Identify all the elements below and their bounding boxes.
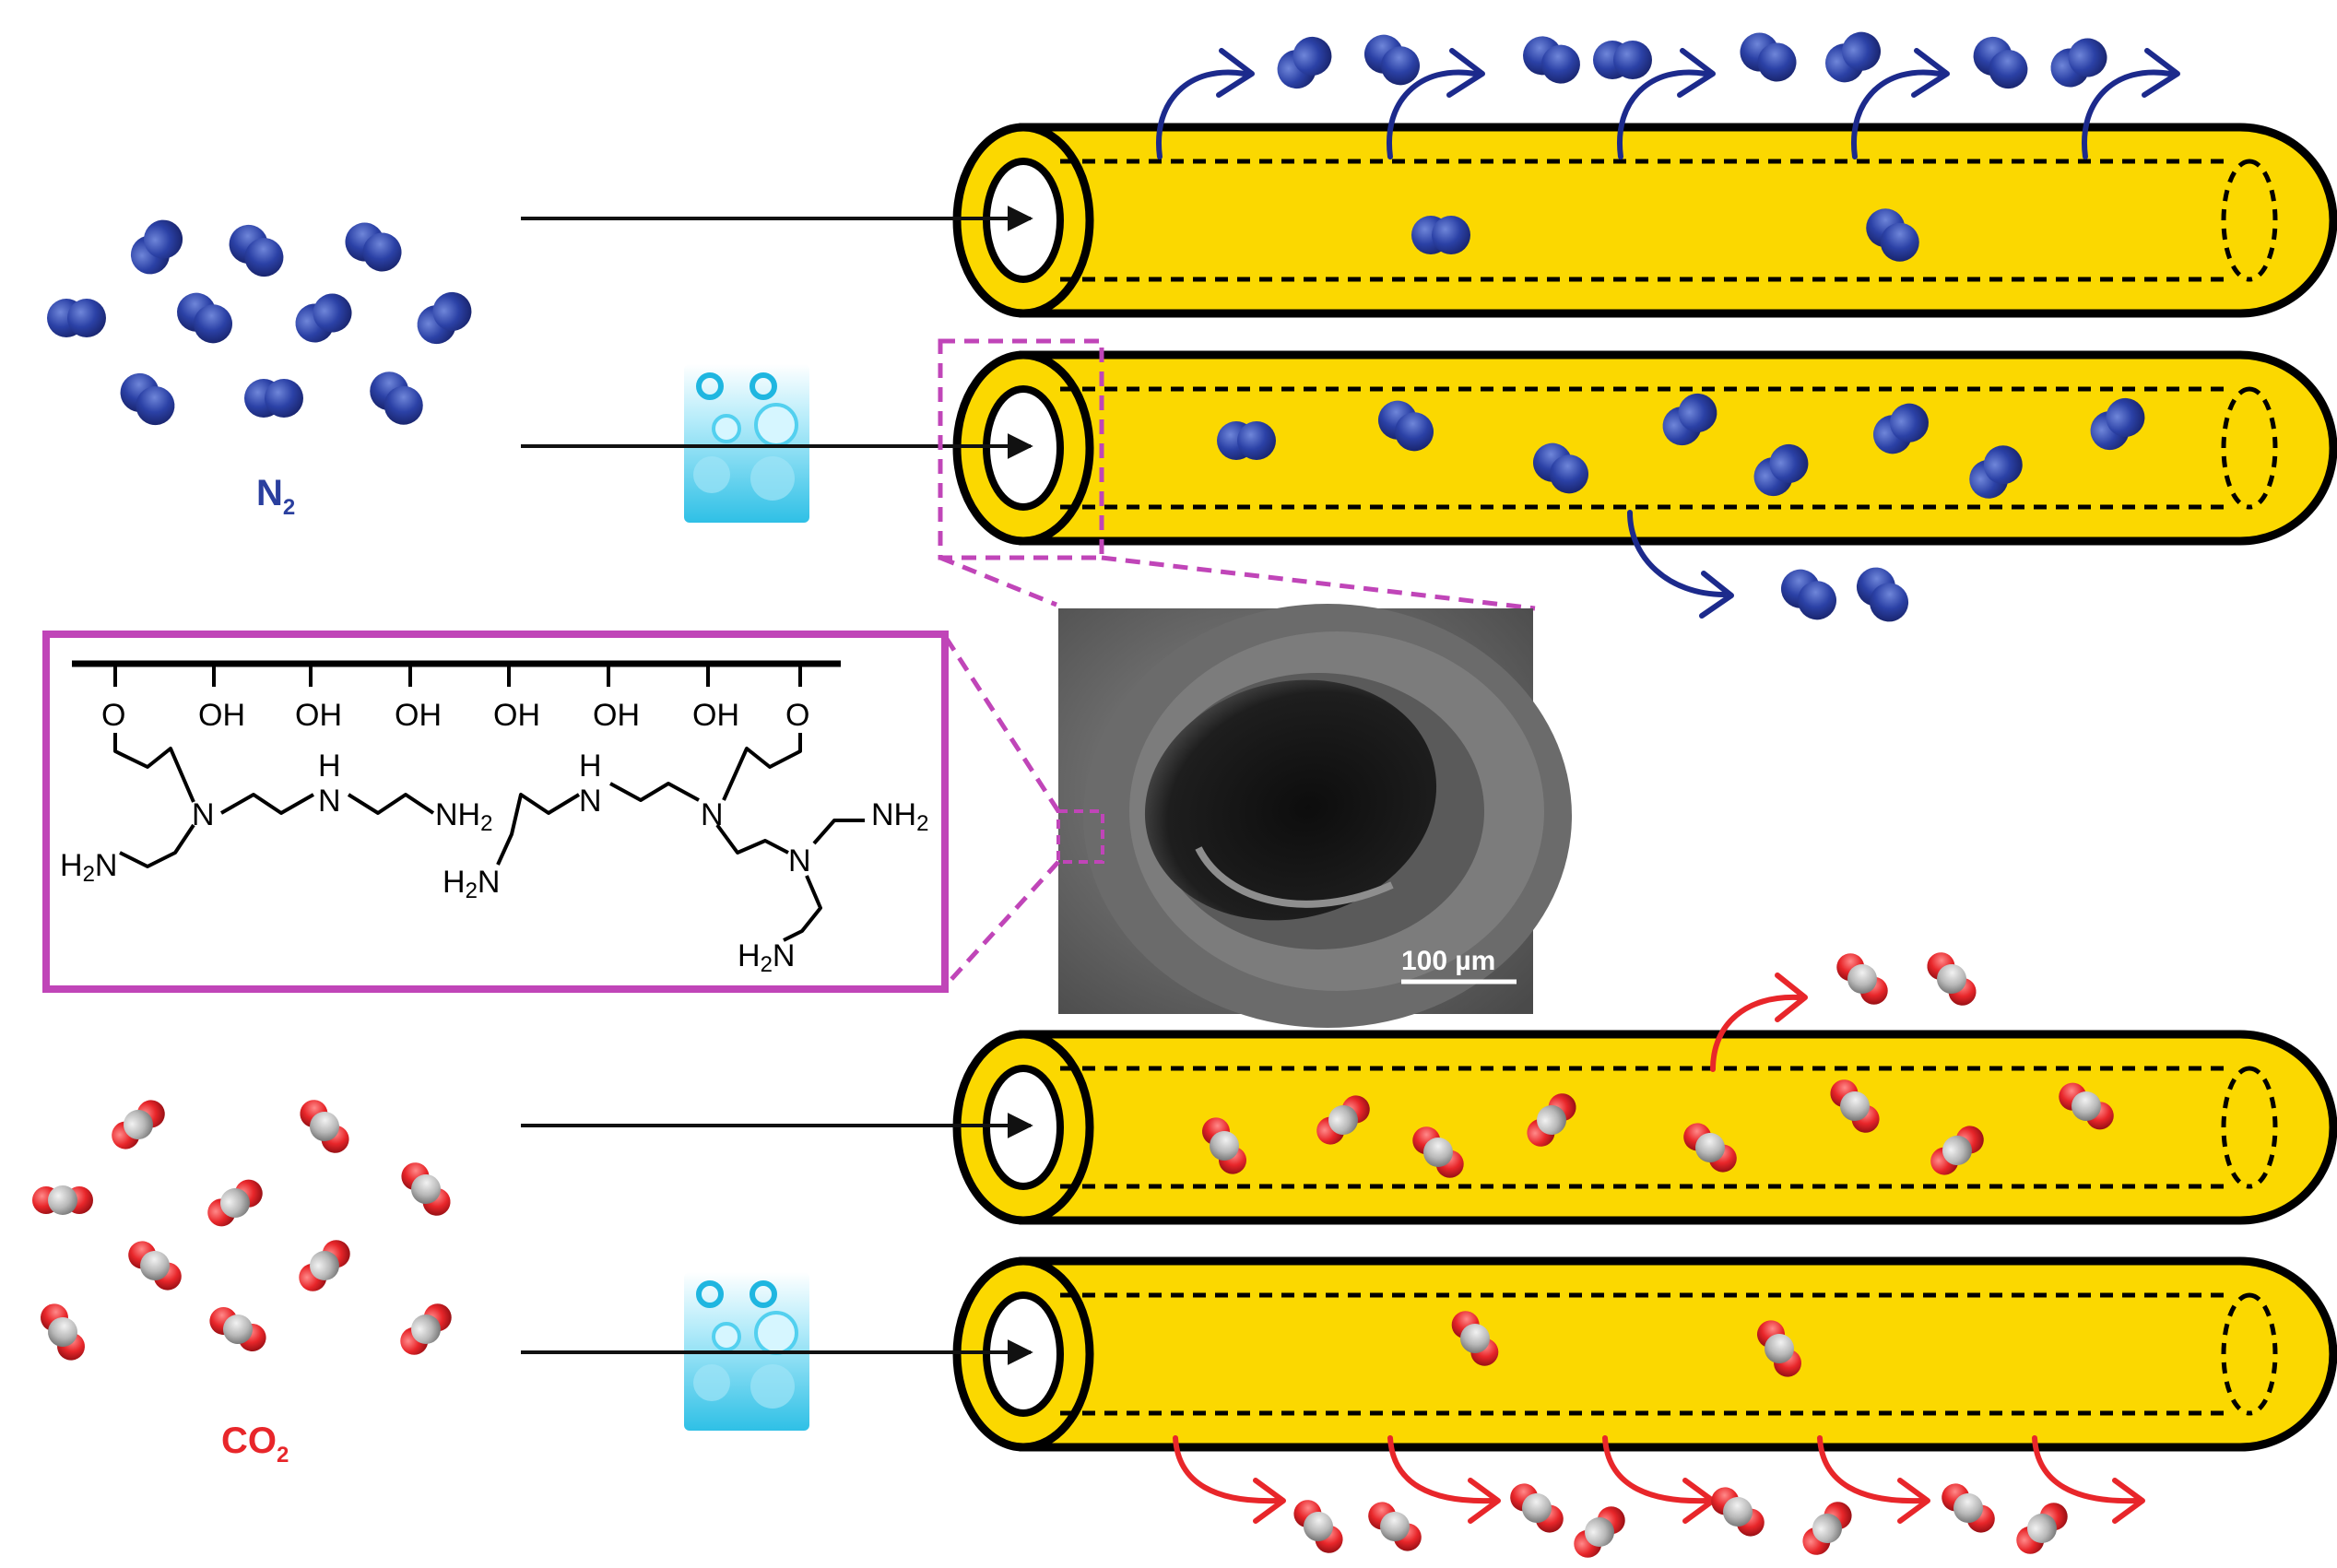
co2-molecule-icon (2010, 1496, 2074, 1561)
oh-label: OH (295, 698, 342, 733)
n-atom-label: N (192, 797, 215, 832)
co2-molecule-icon (1920, 946, 1983, 1012)
co2-molecule-icon (395, 1156, 457, 1222)
n2-molecule-icon (1817, 24, 1889, 90)
co2-molecule-icon (1830, 947, 1894, 1011)
n2-label: N2 (256, 473, 295, 520)
oh-label: OH (692, 698, 739, 733)
n2-molecule-icon (288, 286, 360, 350)
co2-molecule-icon (1935, 1477, 2001, 1539)
co2-molecule-icon (1287, 1493, 1350, 1560)
n2-molecule-icon (47, 299, 106, 337)
co2-molecule-icon (394, 1297, 458, 1362)
co2-molecule-icon (201, 1173, 269, 1233)
hollow-fiber-3 (952, 1030, 2337, 1225)
n2-molecule-icon (1269, 29, 1340, 97)
h2n-label: H2N (443, 865, 500, 903)
h2n-label: H2N (738, 938, 795, 977)
co2-molecule-icon (204, 1301, 272, 1358)
water-vapor-icon (684, 364, 809, 523)
co2-label: CO2 (221, 1421, 289, 1468)
co2-molecule-icon (1796, 1495, 1859, 1562)
co2-permeate-fiber4 (1287, 1477, 2074, 1564)
n2-molecule-icon (1773, 561, 1845, 628)
n2-molecule-icon (123, 211, 191, 283)
n2-molecule-icon (1517, 29, 1587, 90)
co2-permeation-arrow-up (1710, 973, 1808, 1072)
n2-molecule-icon (112, 365, 183, 433)
co2-permeate-fiber3 (1830, 946, 1983, 1012)
structure-callout (942, 634, 1061, 988)
n2-molecule-icon (408, 284, 480, 352)
oh-label: OH (493, 698, 540, 733)
n2-molecule-icon (1411, 216, 1470, 254)
feed-arrows (521, 206, 1033, 1365)
n2-molecule-icon (1217, 421, 1276, 460)
h-atom-label: H (318, 749, 341, 784)
co2-molecule-icon (293, 1093, 356, 1160)
co2-molecule-icon (122, 1234, 188, 1297)
n2-molecule-icon (361, 363, 431, 433)
n2-molecule-icon (1732, 25, 1804, 89)
co2-molecule-icon (1567, 1500, 1632, 1564)
co2-molecule-icon (34, 1298, 91, 1366)
n-atom-label: N (318, 784, 341, 819)
oh-label: OH (198, 698, 245, 733)
oh-label: OH (395, 698, 442, 733)
n2-molecule-icon (1965, 29, 2036, 97)
nh2-label: NH2 (435, 797, 492, 836)
sem-micrograph: 100 µm (1056, 604, 1572, 1028)
o-atom-label: O (101, 698, 125, 733)
hollow-fiber-4 (952, 1256, 2337, 1452)
n2-molecule-icon (1848, 559, 1917, 631)
n2-molecule-icon (2043, 30, 2115, 95)
n2-molecule-icon (244, 379, 303, 418)
co2-molecule-icon (32, 1185, 93, 1215)
o-atom-label: O (785, 698, 809, 733)
n-atom-label: N (788, 843, 811, 878)
surface-chemistry-box: O OH OH OH OH OH OH O N H N NH2 H2N H N … (42, 631, 949, 993)
n-atom-label: N (579, 784, 602, 819)
co2-molecule-icon (105, 1093, 171, 1156)
hollow-fiber-1 (952, 123, 2337, 318)
co2-molecule-icon (1362, 1495, 1428, 1558)
co2-molecule-icon (292, 1233, 357, 1298)
scale-bar-label: 100 µm (1401, 946, 1495, 976)
n2-permeation-arrow-down (1627, 510, 1734, 619)
co2-permeation-arrows-down (1173, 1435, 2145, 1524)
co2-molecule-icon (1504, 1477, 1570, 1539)
n2-permeate-fiber2 (1773, 559, 1917, 631)
co2-molecule-icon (1705, 1480, 1771, 1543)
nh2-label: NH2 (871, 797, 928, 836)
n2-cluster (47, 211, 480, 433)
water-vapor-icon (684, 1272, 809, 1431)
n2-permeation-arrows (1156, 48, 2180, 159)
n2-molecule-icon (337, 215, 409, 279)
h2n-label: H2N (60, 848, 117, 887)
hollow-fiber-2 (952, 350, 2337, 546)
n2-molecule-icon (220, 217, 292, 285)
zoom-callout (938, 338, 1536, 611)
h-atom-label: H (579, 749, 602, 784)
n2-molecule-icon (169, 285, 241, 351)
n2-molecule-icon (1593, 41, 1652, 79)
oh-label: OH (593, 698, 640, 733)
co2-cluster (32, 1093, 458, 1366)
